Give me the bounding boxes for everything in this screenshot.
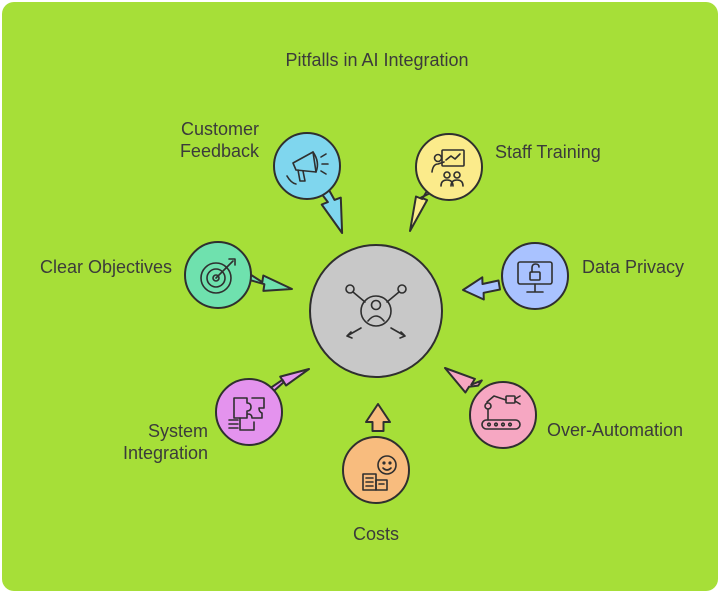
arrow-over-automation xyxy=(444,367,483,394)
diagram-title: Pitfalls in AI Integration xyxy=(285,50,468,70)
center-hub xyxy=(309,244,443,378)
unlocked-monitor-icon xyxy=(517,261,553,293)
arrow-data-privacy xyxy=(462,276,501,301)
node-staff-training xyxy=(415,133,483,201)
label-clear-objectives: Clear Objectives xyxy=(39,257,172,277)
robot-arm-icon xyxy=(481,395,521,430)
label-over-automation: Over-Automation xyxy=(547,420,684,440)
label-staff-training: Staff Training xyxy=(495,142,601,162)
node-costs xyxy=(342,436,410,504)
node-over-automation xyxy=(469,381,537,449)
budget-icon xyxy=(362,455,397,491)
label-system-integration-line2: Integration xyxy=(122,443,208,463)
label-customer-feedback: Customer Feedback xyxy=(180,118,259,162)
label-system-integration: System Integration xyxy=(123,420,208,464)
arrow-costs xyxy=(365,403,391,432)
node-system-integration xyxy=(215,378,283,446)
puzzle-pieces-icon xyxy=(228,397,265,431)
label-customer-feedback-line1: Customer xyxy=(180,119,259,139)
label-customer-feedback-line2: Feedback xyxy=(179,141,259,161)
node-data-privacy xyxy=(501,242,569,310)
label-system-integration-line1: System xyxy=(147,421,208,441)
node-customer-feedback xyxy=(273,132,341,200)
label-costs: Costs xyxy=(352,524,399,544)
label-data-privacy: Data Privacy xyxy=(582,257,685,277)
user-network-icon xyxy=(345,284,407,339)
presentation-icon xyxy=(431,149,465,187)
megaphone-icon xyxy=(286,151,329,185)
target-icon xyxy=(200,258,236,294)
